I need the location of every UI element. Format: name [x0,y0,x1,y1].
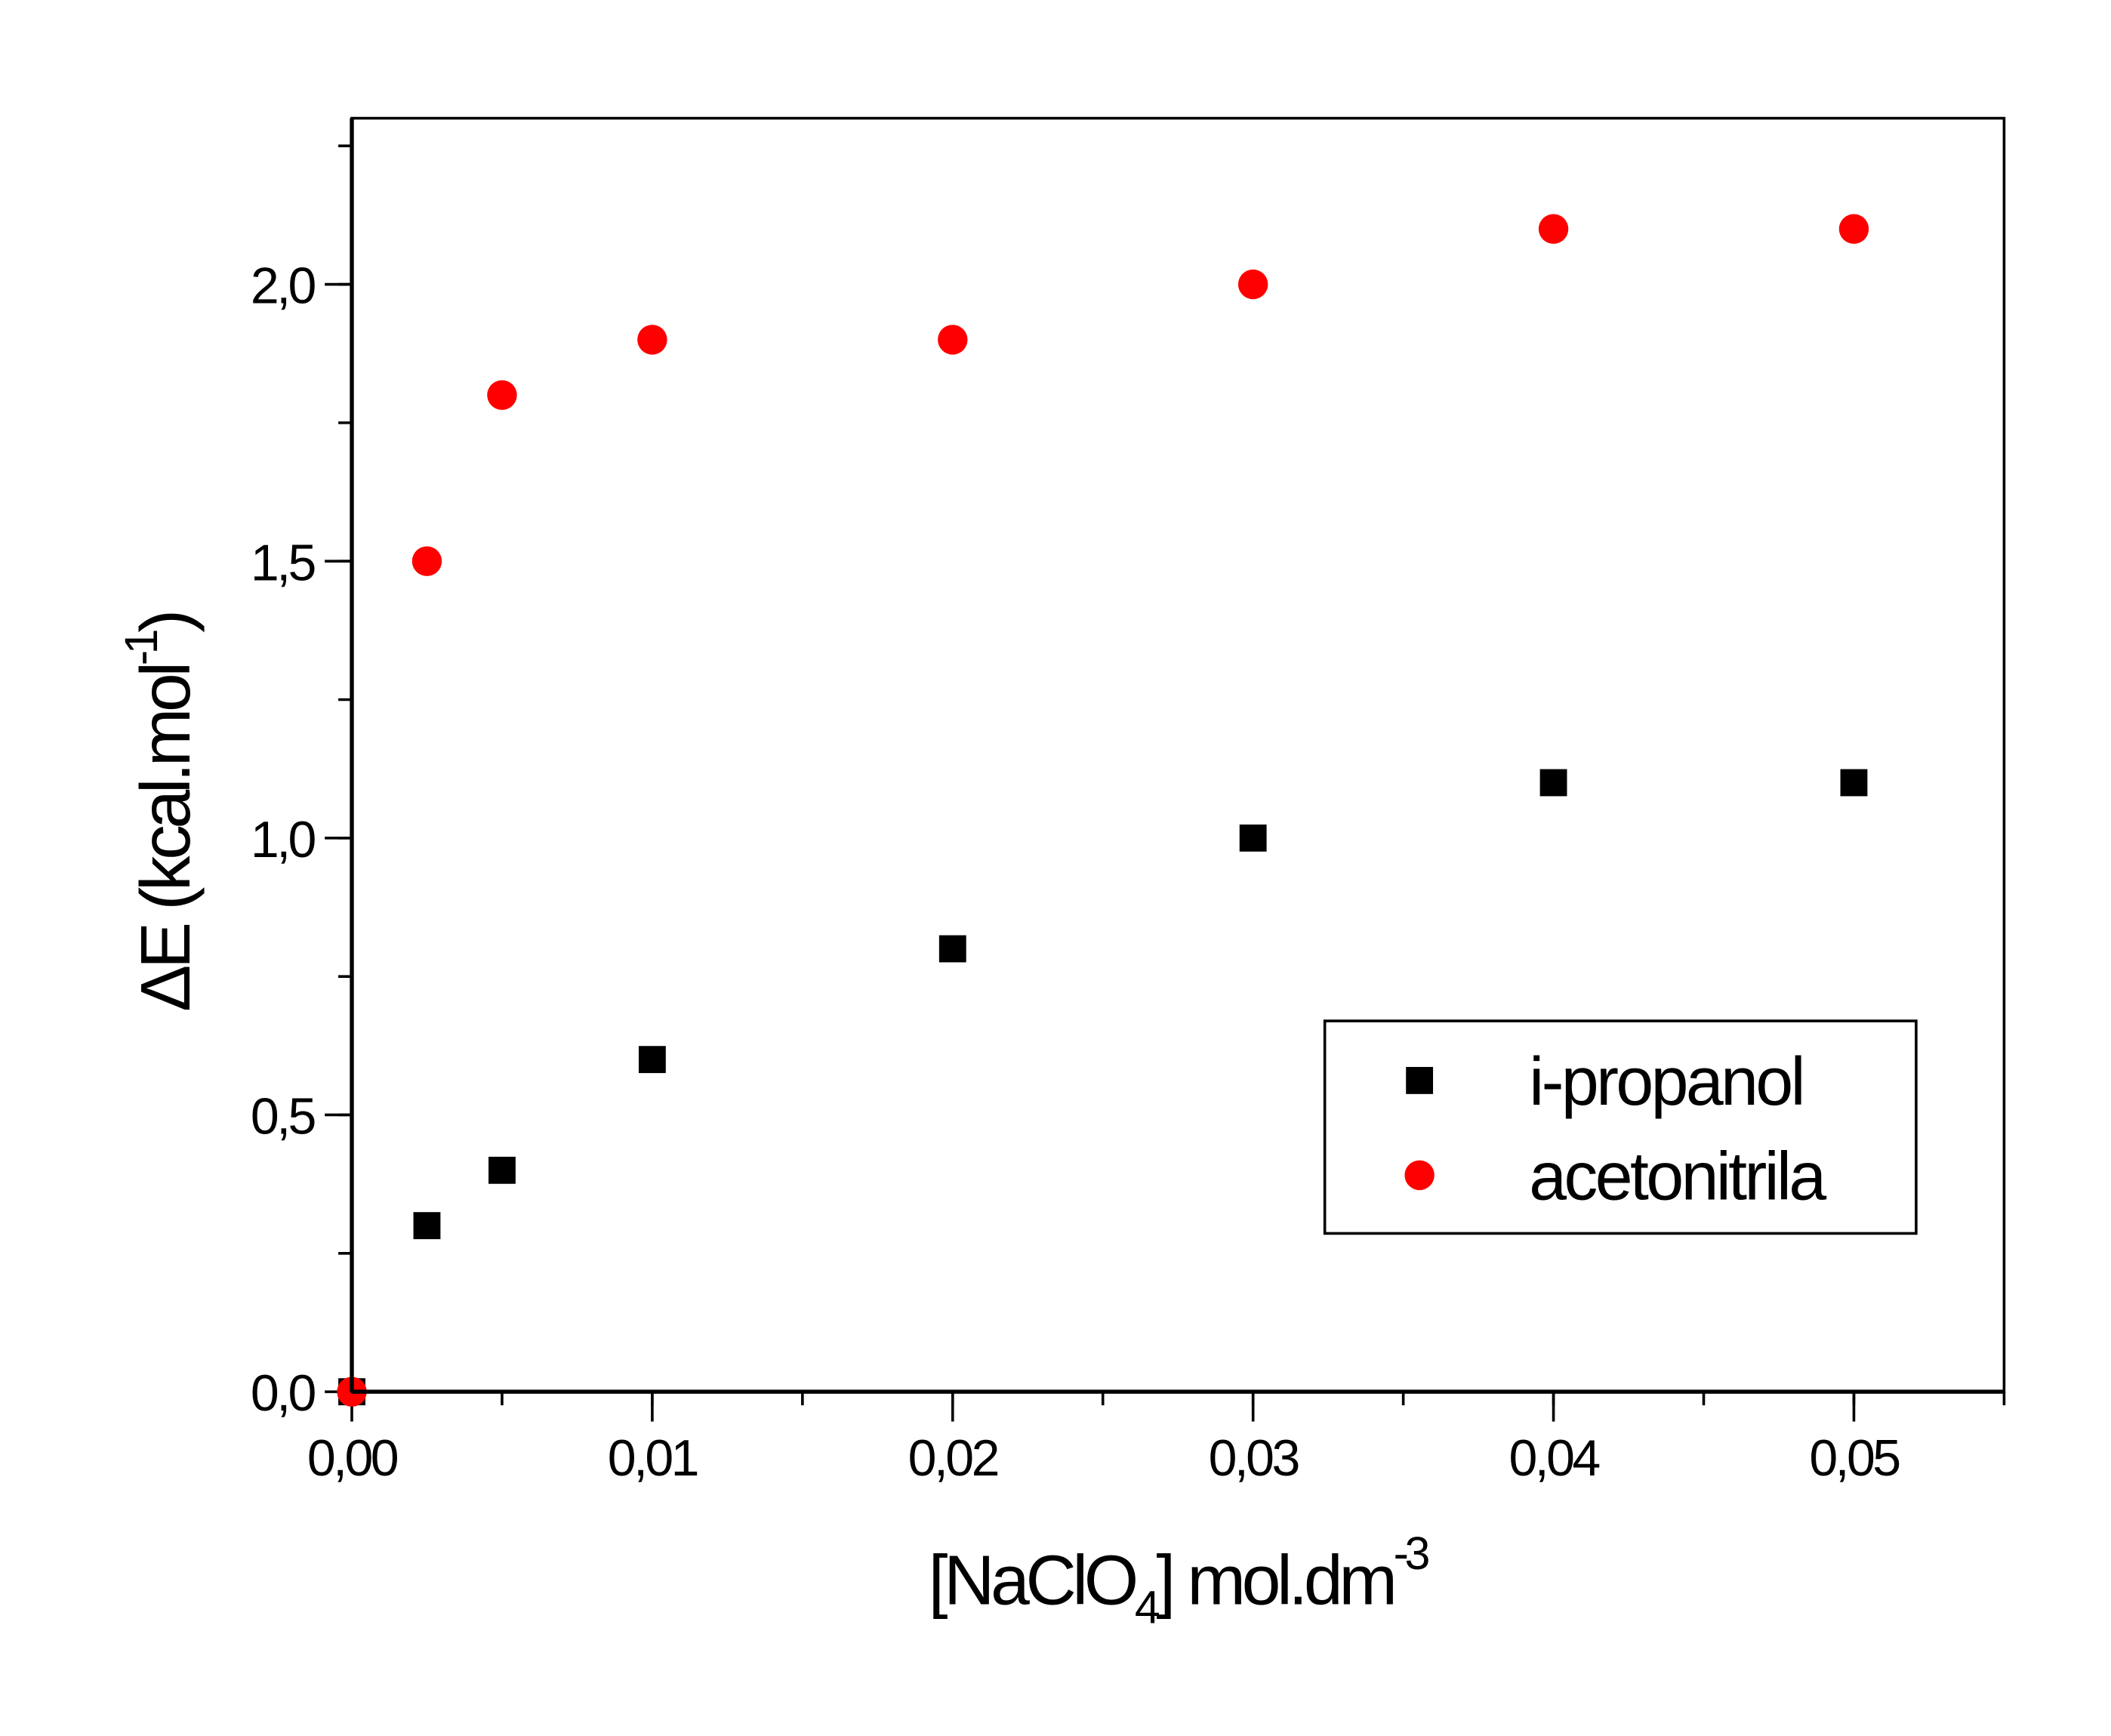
y-axis-label: ΔE (kcal.mol-1) [116,613,205,1012]
x-tick-label: 0,02 [908,1429,998,1487]
data-point-acetonitrila [1538,214,1569,244]
data-point-i-propanol [413,1212,441,1240]
legend-label-i-propanol: i-propanol [1529,1044,1803,1119]
x-tick-label: 0,03 [1209,1429,1299,1487]
data-point-acetonitrila [411,546,442,576]
x-tick-label: 0,00 [307,1429,398,1487]
data-point-acetonitrila [487,380,517,410]
axes: 0,00 0,01 0,02 0,03 0,04 0,05 0,0 0,5 1,0 1,5 2,0 [251,144,2006,1487]
data-point-i-propanol [1539,769,1567,797]
x-tick-label: 0,05 [1809,1429,1900,1487]
data-point-i-propanol [488,1156,516,1184]
data-point-i-propanol [1239,824,1267,852]
data-point-i-propanol [1840,769,1868,797]
legend-label-acetonitrila: acetonitrila [1529,1139,1826,1214]
data-point-acetonitrila [938,325,968,355]
data-point-acetonitrila [637,325,667,355]
x-tick-label: 0,04 [1509,1429,1599,1487]
legend-box [1323,1019,1918,1235]
data-point-acetonitrila [1237,269,1268,300]
legend: i-propanol acetonitrila [1323,1019,1918,1235]
x-axis-label: [NaClO4] mol.dm-3 [929,1528,1429,1633]
y-tick-label: 0,0 [251,1364,316,1422]
legend-square-marker [1406,1066,1434,1094]
data-point-acetonitrila [1838,214,1869,244]
y-tick-label: 1,0 [251,811,316,868]
data-point-i-propanol [638,1046,666,1074]
y-tick-label: 0,5 [251,1088,316,1146]
data-point-i-propanol [938,935,966,963]
legend-circle-marker [1404,1160,1435,1191]
y-tick-label: 2,0 [251,257,316,315]
y-tick-label: 1,5 [251,534,316,591]
x-tick-label: 0,01 [608,1429,698,1487]
